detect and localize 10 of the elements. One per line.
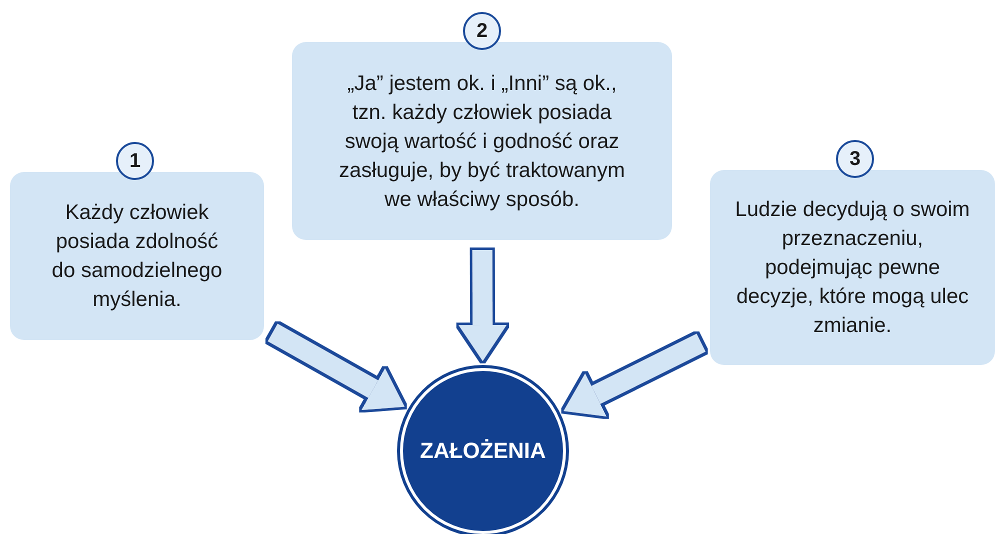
block-arrow [268,324,405,410]
number-badge: 3 [836,140,874,178]
circle-label: ZAŁOŻENIA [420,438,546,464]
center-circle [400,368,566,534]
box-text: „Ja” jestem ok. i „Inni” są ok., tzn. każdy człowiek posiada swoją wartość i godność oraz zasługuje, by być traktowanym we właściwy sposób. [338,70,626,212]
number-badge: 1 [116,142,154,180]
block-arrow [564,334,706,416]
number-badge: 2 [463,12,501,50]
box-text: Każdy człowiek posiada zdolność do samodzielnego myślenia. [50,200,224,313]
box-text: Ludzie decydują o swoim przeznaczeniu, podejmując pewne decyzje, które mogą ulec zmianie. [734,197,971,339]
